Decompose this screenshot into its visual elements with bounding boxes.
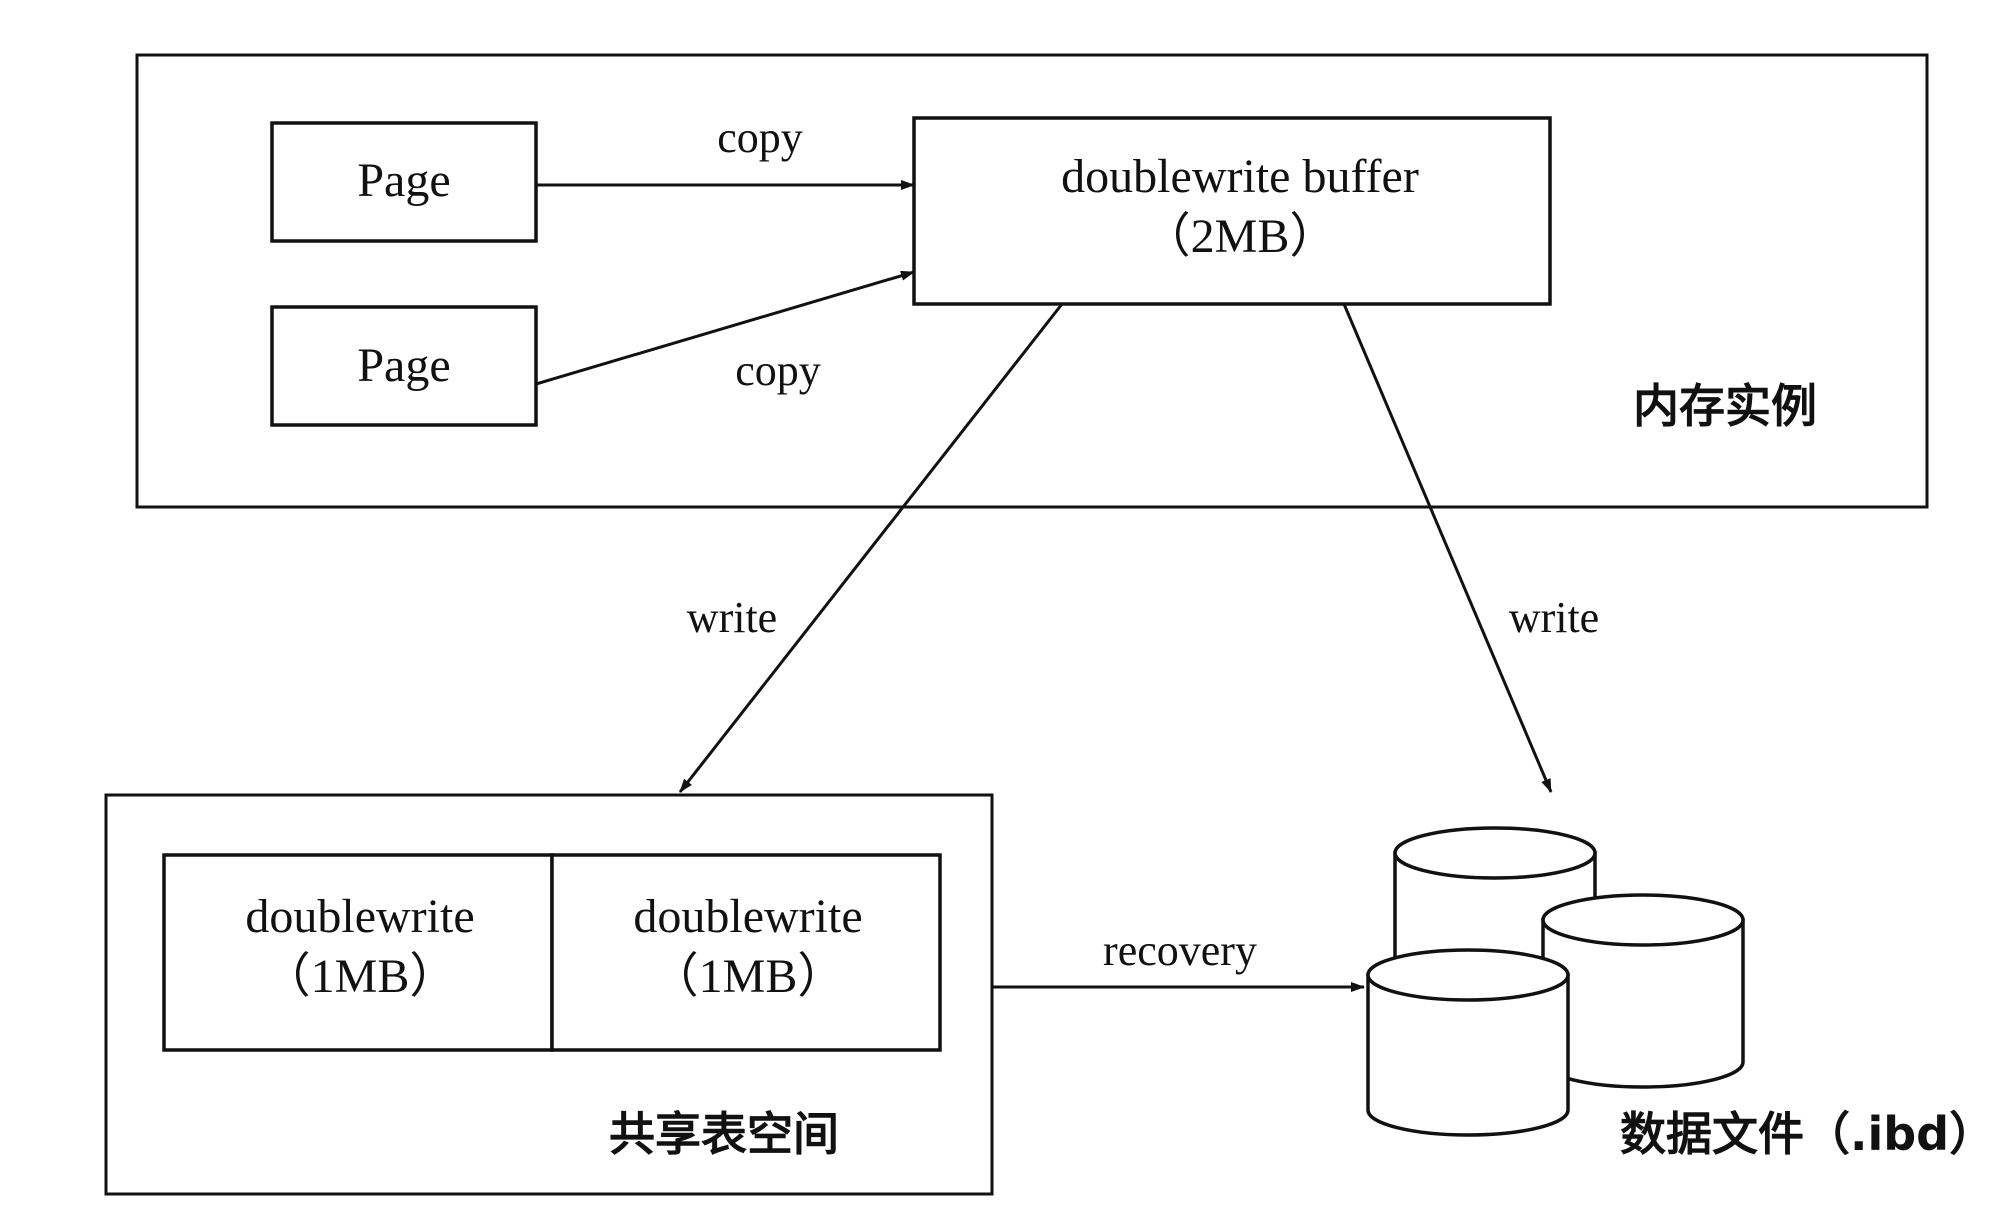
write-right-label: write [1509, 593, 1599, 642]
write-arrow-left: write [678, 303, 1064, 793]
page-bottom-label: Page [357, 339, 450, 392]
cylinder-right [1541, 893, 1745, 1089]
recovery-arrow: recovery [992, 926, 1365, 992]
cell-right-title: doublewrite [633, 890, 862, 943]
recovery-label: recovery [1103, 926, 1257, 975]
cell-left-size: （1MB） [263, 950, 458, 1003]
copy-arrow-bottom: copy [535, 270, 915, 395]
data-files-icon [1366, 826, 1745, 1137]
write-arrow-right: write [1342, 303, 1599, 793]
doublewrite-cell-right [550, 853, 942, 1052]
data-files-label: 数据文件（.ibd） [1620, 1107, 1995, 1161]
copy-top-label: copy [717, 113, 803, 162]
doublewrite-buffer-title: doublewrite buffer [1061, 150, 1419, 203]
cell-right-size: （1MB） [651, 950, 846, 1003]
doublewrite-buffer-size: （2MB） [1143, 210, 1338, 263]
shared-tablespace-label: 共享表空间 [609, 1107, 839, 1161]
write-left-label: write [687, 593, 777, 642]
page-box-bottom: Page [270, 305, 538, 427]
doublewrite-buffer-box: doublewrite buffer （2MB） [912, 116, 1552, 306]
copy-arrow-top: copy [536, 113, 915, 190]
doublewrite-cell-left [162, 853, 554, 1052]
cylinder-front [1366, 948, 1570, 1137]
page-box-top: Page [270, 121, 538, 243]
shared-tablespace-frame: doublewrite （1MB） doublewrite （1MB） 共享表空… [104, 793, 994, 1196]
cell-left-title: doublewrite [245, 890, 474, 943]
memory-instance-frame: 内存实例 [135, 53, 1929, 509]
copy-bottom-label: copy [735, 346, 821, 395]
memory-instance-label: 内存实例 [1633, 379, 1817, 433]
page-top-label: Page [357, 154, 450, 207]
